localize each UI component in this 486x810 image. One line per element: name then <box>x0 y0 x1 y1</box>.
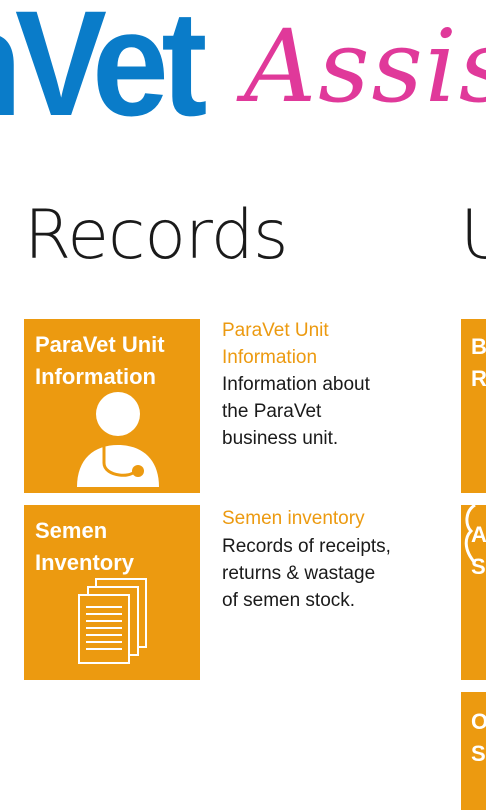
peek-tile-3[interactable]: O S <box>461 692 486 810</box>
documents-icon <box>78 578 147 664</box>
logo-text-blue: nVet <box>0 0 207 147</box>
description-body: Information about the ParaVet business u… <box>222 374 370 449</box>
peek-tile-2[interactable]: A S <box>461 505 486 680</box>
peek-tile-1[interactable]: B R <box>461 319 486 493</box>
description-title[interactable]: ParaVet Unit Information <box>222 320 329 368</box>
tile-paravet-unit-information[interactable]: ParaVet Unit Information <box>24 319 200 493</box>
peek-tile-letter: S <box>471 741 486 766</box>
tile-semen-inventory[interactable]: Semen Inventory <box>24 505 200 680</box>
peek-tile-letter: B <box>471 334 486 359</box>
next-section-title[interactable]: U <box>460 196 486 275</box>
description-body: Records of receipts, returns & wastage o… <box>222 535 391 611</box>
peek-tile-letter: S <box>471 554 486 579</box>
peek-tile-letter: A <box>471 522 486 547</box>
app-logo: nVet Assis <box>0 0 486 150</box>
section-title: Records <box>24 196 288 275</box>
partial-icon <box>464 505 477 564</box>
peek-tile-letter: R <box>471 366 486 391</box>
user-icon <box>77 392 159 487</box>
tile-label: ParaVet Unit Information <box>35 332 165 389</box>
logo-text-pink: Assis <box>244 8 486 125</box>
tile-description: Semen inventory Records of receipts, ret… <box>222 506 392 614</box>
peek-tile-letter: O <box>471 709 486 734</box>
tile-label: Semen Inventory <box>35 518 135 575</box>
tile-description: ParaVet Unit Information Information abo… <box>222 318 392 452</box>
description-title[interactable]: Semen inventory <box>222 508 365 529</box>
